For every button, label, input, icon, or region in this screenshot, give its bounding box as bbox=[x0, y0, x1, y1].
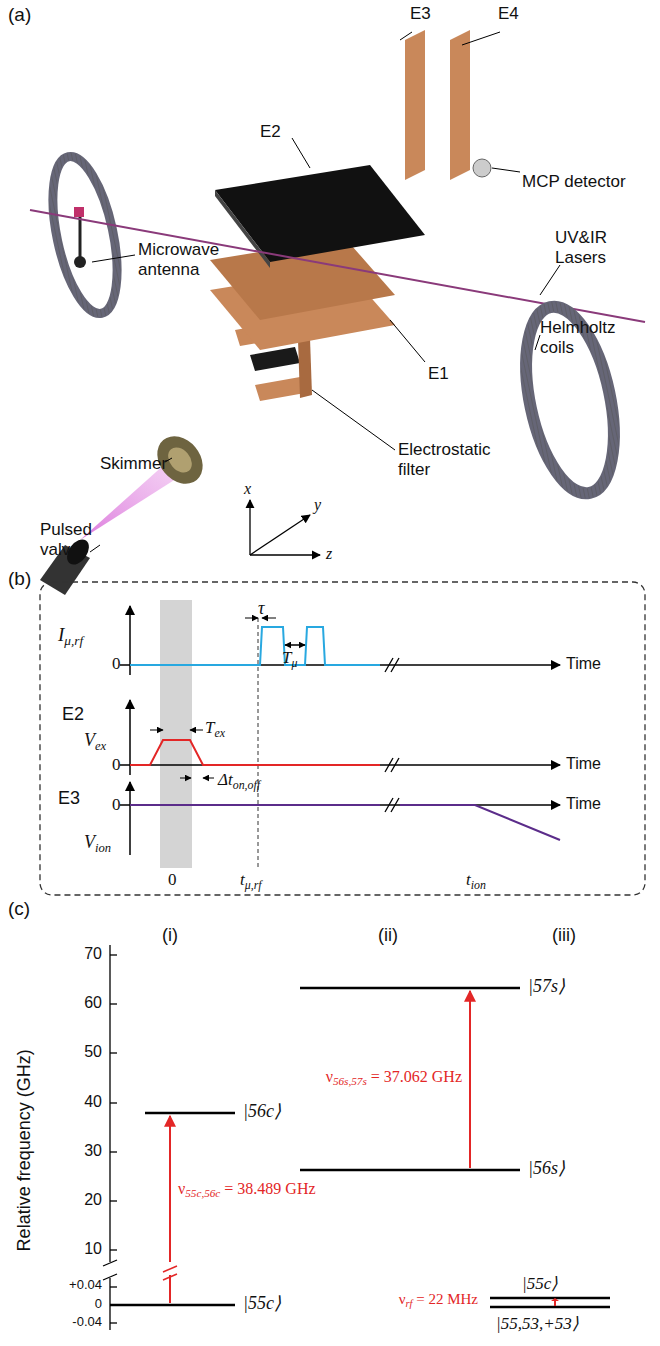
figure-label: Tμ bbox=[282, 648, 297, 670]
figure-label: 40 bbox=[84, 1093, 102, 1111]
figure-label: 60 bbox=[84, 994, 102, 1012]
figure-label: (a) bbox=[8, 4, 31, 26]
figure-label: 0 bbox=[95, 1297, 102, 1312]
figure-label: (ii) bbox=[378, 925, 398, 946]
figure-label: Vex bbox=[84, 730, 106, 753]
figure-label: Pulsed valve bbox=[40, 520, 110, 559]
figure-label: 0 bbox=[112, 755, 121, 775]
figure-label: Iμ,rf bbox=[58, 624, 83, 648]
figure-label: ν56s,57s = 37.062 GHz bbox=[326, 1068, 462, 1088]
figure-label: -0.04 bbox=[72, 1315, 102, 1330]
figure-label: E3 bbox=[58, 788, 80, 809]
figure-label: 20 bbox=[84, 1191, 102, 1209]
figure-label: |55,53,+53⟩ bbox=[496, 1314, 579, 1334]
figure-label: Δton,off bbox=[218, 770, 260, 792]
figure-label: |55c⟩ bbox=[243, 1293, 281, 1314]
figure-label: (iii) bbox=[552, 925, 576, 946]
figure-label: x bbox=[244, 480, 251, 498]
figure-label: 0 bbox=[112, 795, 121, 815]
figure-label: |56c⟩ bbox=[243, 1101, 281, 1122]
figure-label: Time bbox=[566, 655, 601, 673]
figure-label: E4 bbox=[498, 4, 519, 24]
figure-label: (b) bbox=[8, 568, 31, 590]
figure-label: y bbox=[314, 496, 321, 514]
energy-levels bbox=[103, 945, 610, 1330]
figure-label: Skimmer bbox=[100, 454, 167, 474]
figure-label: 10 bbox=[84, 1240, 102, 1258]
figure-label: UV&IR Lasers bbox=[555, 228, 635, 267]
figure-label: +0.04 bbox=[69, 1278, 102, 1293]
figure-label: |57s⟩ bbox=[528, 976, 565, 997]
figure-label: Microwave antenna bbox=[138, 240, 233, 279]
figure-label: 70 bbox=[84, 945, 102, 963]
figure-label: |56s⟩ bbox=[528, 1158, 565, 1179]
apparatus bbox=[30, 30, 645, 595]
figure-label: 30 bbox=[84, 1142, 102, 1160]
figure-label: E2 bbox=[260, 122, 281, 142]
figure-label: ν55c,56c = 38.489 GHz bbox=[178, 1180, 316, 1200]
figure-label: Relative frequency (GHz) bbox=[14, 1049, 35, 1251]
figure-label: z bbox=[326, 545, 332, 563]
figure-label: Tex bbox=[205, 718, 225, 740]
figure-label: MCP detector bbox=[522, 172, 626, 192]
figure-label: 0 bbox=[112, 654, 121, 674]
figure-label: Helmholtz coils bbox=[540, 318, 635, 357]
figure-label: Time bbox=[566, 795, 601, 813]
figure-label: (c) bbox=[8, 898, 30, 920]
figure-label: Electrostatic filter bbox=[398, 440, 508, 479]
timing-diagram bbox=[40, 582, 645, 895]
figure-label: |55c⟩ bbox=[522, 1274, 558, 1294]
figure-label: tion bbox=[466, 870, 486, 892]
figure-label: τ bbox=[258, 598, 264, 619]
figure-label: (i) bbox=[162, 925, 178, 946]
figure-label: tμ,rf bbox=[240, 870, 262, 892]
figure-label: νrf = 22 MHz bbox=[399, 1291, 478, 1310]
figure-label: E2 bbox=[62, 704, 84, 725]
figure-label: E1 bbox=[428, 364, 449, 384]
figure-label: 0 bbox=[168, 870, 177, 890]
figure-label: E3 bbox=[410, 4, 431, 24]
figure-label: Time bbox=[566, 755, 601, 773]
figure-label: 50 bbox=[84, 1043, 102, 1061]
figure-label: Vion bbox=[84, 832, 111, 855]
